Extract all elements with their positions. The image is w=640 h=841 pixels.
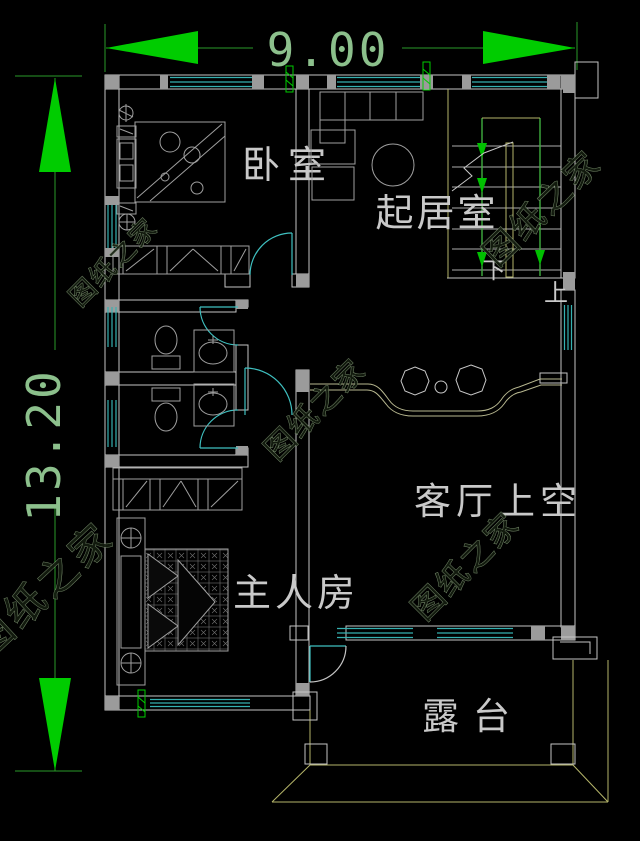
terrace-column: [292, 691, 318, 721]
window-left-3: [107, 400, 117, 447]
window-left-2: [107, 307, 117, 347]
dim-arrow-left-icon: [106, 31, 198, 64]
terrace-door: [309, 645, 347, 683]
window-bottom-living-1: [337, 627, 413, 639]
staircase: 下 上: [447, 89, 568, 307]
width-dimension-label: 9.00: [267, 23, 390, 77]
terrace: [271, 636, 609, 803]
window-top-3: [472, 76, 547, 88]
stairs-down-label: 下: [483, 258, 506, 284]
master-bedroom-furniture: [112, 467, 243, 686]
pillow: [147, 553, 179, 599]
void-label: 客厅上空: [414, 480, 582, 523]
bedside-lamp-icon: [120, 527, 142, 549]
toilet: [151, 387, 181, 432]
top-dimension: 9.00: [104, 22, 578, 77]
window-bottom-living-2: [437, 627, 513, 639]
sink: [193, 329, 235, 373]
height-dimension-label: 13.20: [17, 368, 71, 521]
wall-column-fills: [105, 75, 575, 710]
window-bottom-master: [150, 698, 250, 708]
watermark-text: 图纸之家: [64, 213, 164, 313]
toilet: [151, 325, 181, 370]
quilt-fold: [177, 558, 216, 647]
windows: [107, 76, 573, 708]
basin: [400, 366, 430, 396]
terrace-column: [550, 743, 576, 765]
doors: [199, 232, 347, 683]
bath2-door: [199, 409, 239, 449]
watermark-text: 图纸之家: [404, 505, 527, 628]
bedside-lamp-icon: [120, 652, 142, 674]
terrace-column: [304, 743, 328, 765]
bedroom-furniture: [112, 104, 250, 275]
window-break-symbols: [137, 61, 431, 718]
break-symbol-icon: [285, 65, 294, 93]
window-top-1: [170, 76, 252, 88]
stair-break-line: [451, 141, 514, 192]
stair-direction-arrows: [477, 143, 545, 267]
master-bedroom-label: 主人房: [233, 571, 359, 615]
cabinet: [311, 166, 355, 201]
left-dimension: 13.20: [15, 75, 82, 772]
bathroom-fixtures: [151, 325, 235, 432]
round-table: [371, 143, 415, 187]
bedroom-label: 卧室: [242, 143, 334, 187]
master-door: [244, 367, 293, 416]
sofa: [319, 91, 424, 144]
wardrobe-master: [112, 467, 243, 511]
sink: [193, 383, 235, 427]
watermark-text: 图纸之家: [258, 352, 373, 467]
terrace-label: 露台: [422, 695, 524, 738]
dim-arrow-up-icon: [39, 78, 71, 172]
bedroom-door: [249, 232, 293, 276]
break-symbol-icon: [422, 61, 431, 91]
window-top-2: [337, 76, 420, 88]
wardrobe-bedroom: [112, 245, 250, 275]
basin: [455, 364, 487, 396]
cabinet: [310, 129, 356, 165]
bath1-door: [199, 306, 239, 346]
break-symbol-icon: [137, 689, 146, 718]
living-room-furniture: [310, 91, 424, 201]
window-left-1: [107, 205, 117, 248]
terrace-column: [552, 636, 598, 660]
dim-arrow-right-icon: [483, 31, 575, 64]
stairs-up-label: 上: [544, 279, 568, 307]
living-room-label: 起居室: [375, 191, 498, 235]
dim-arrow-down-icon: [39, 678, 71, 771]
vanity-counter: [310, 364, 562, 417]
pillow: [147, 603, 179, 649]
window-right-1: [563, 305, 573, 350]
basin-small: [434, 380, 448, 394]
